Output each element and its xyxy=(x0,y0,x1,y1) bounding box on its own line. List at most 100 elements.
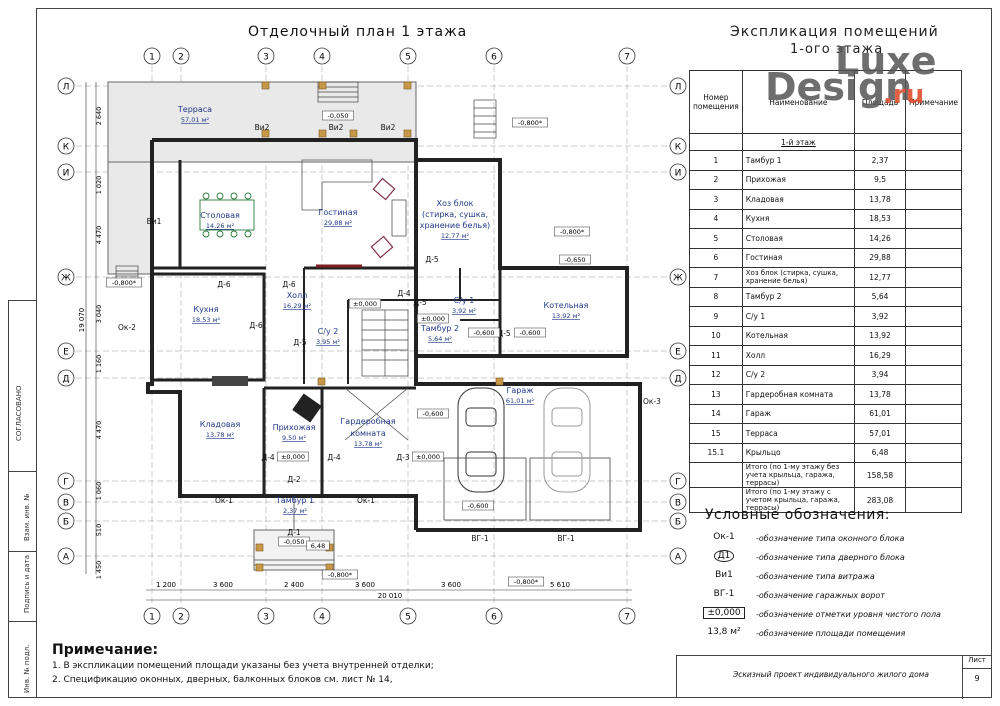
row-area: 57,01 xyxy=(854,423,907,444)
room-area: 18,53 м² xyxy=(192,316,221,324)
section-label: 1-й этаж xyxy=(741,133,856,151)
dim-text: 1 200 xyxy=(156,581,176,589)
legend-description: -обозначение отметки уровня чистого пола xyxy=(756,610,941,619)
element-tag: Д-4 xyxy=(261,453,275,462)
element-tag: Д-1 xyxy=(287,528,301,537)
room-name: С/у 1 xyxy=(454,296,475,305)
dim-total-vertical: 19 070 xyxy=(78,308,86,333)
room-area: 14,26 м² xyxy=(206,222,235,230)
svg-text:-0,800*: -0,800* xyxy=(518,119,543,127)
axis-label-num: 3 xyxy=(263,53,269,63)
row-number: 13 xyxy=(689,384,743,405)
axis-bubble xyxy=(143,607,161,625)
axis-label-letter: И xyxy=(675,169,682,179)
legend-symbol: Д1 xyxy=(696,550,752,562)
svg-text:-0,050: -0,050 xyxy=(328,112,349,120)
axis-label-letter: Б xyxy=(675,518,681,528)
stairs xyxy=(344,309,409,441)
element-tag: Д-4 xyxy=(397,289,411,298)
room-name: Гараж xyxy=(507,386,534,395)
armchairs xyxy=(370,177,396,259)
row-note xyxy=(905,345,962,366)
axis-bubble xyxy=(313,47,331,65)
axis-label-letter: Ж xyxy=(61,274,71,284)
row-area: 13,92 xyxy=(854,325,907,346)
sheet-number: 9 xyxy=(974,674,980,683)
row-name: Гостиная xyxy=(741,247,856,268)
level-mark: ±0,000 xyxy=(412,451,444,462)
axis-bubble xyxy=(669,547,687,565)
axis-bubble xyxy=(399,47,417,65)
room-name: Терраса xyxy=(177,105,212,114)
svg-text:±0,000: ±0,000 xyxy=(281,453,305,461)
dim-text: 1 060 xyxy=(95,482,103,501)
sheet-number-box: Лист 9 xyxy=(962,656,991,699)
axis-label-letter: К xyxy=(63,143,70,153)
axis-bubble xyxy=(257,47,275,65)
sheet-label: Лист xyxy=(963,656,991,669)
legend-symbol: ВГ-1 xyxy=(713,589,735,599)
wall-dining-west xyxy=(152,160,182,270)
row-note xyxy=(905,306,962,327)
room-name: хранение белья) xyxy=(420,221,490,230)
element-tag: Д-5 xyxy=(497,329,511,338)
axis-bubble xyxy=(57,163,75,181)
axis-label-letter: И xyxy=(63,169,70,179)
row-note xyxy=(905,150,962,171)
outer-wall-right xyxy=(152,138,642,532)
element-tag: ВГ-1 xyxy=(471,534,488,543)
element-tag: Д-3 xyxy=(396,453,410,462)
element-tag: Д-6 xyxy=(249,321,263,330)
row-name: Столовая xyxy=(741,228,856,249)
row-note xyxy=(905,286,962,307)
svg-text:-0,600: -0,600 xyxy=(520,329,541,337)
row-number: 10 xyxy=(689,325,743,346)
legend-description: -обозначение типа дверного блока xyxy=(756,553,905,562)
car-1 xyxy=(457,387,505,493)
svg-text:-0,800*: -0,800* xyxy=(514,578,539,586)
title-block: Эскизный проект индивидуального жилого д… xyxy=(676,655,992,699)
level-mark: -0,050 xyxy=(278,536,310,547)
utility-wall xyxy=(416,158,629,358)
axis-bubble xyxy=(669,472,687,490)
row-name: Холл xyxy=(741,345,856,366)
side-text-inventory: Инв. № подл. xyxy=(23,644,31,693)
room-area: 12,77 м² xyxy=(441,232,470,240)
total2-label: Итого (по 1-му этажу с учетом крыльца, г… xyxy=(741,487,856,513)
axis-bubble xyxy=(57,512,75,530)
kitchen-unit xyxy=(212,376,248,386)
room-area: 3,95 м² xyxy=(316,338,340,346)
axis-label-letter: Д xyxy=(62,375,69,385)
room-name: Тамбур 1 xyxy=(275,496,314,505)
legend-symbol: 13,8 м² xyxy=(707,627,741,637)
svg-text:±0,000: ±0,000 xyxy=(416,453,440,461)
level-mark: -0,800* xyxy=(554,226,590,237)
svg-text:-0,800*: -0,800* xyxy=(328,571,353,579)
row-name: С/у 1 xyxy=(741,306,856,327)
dim-text: 3 600 xyxy=(441,581,461,589)
level-mark: ±0,000 xyxy=(277,451,309,462)
level-mark: ±0,000 xyxy=(349,298,381,309)
room-name: Котельная xyxy=(544,301,589,310)
project-name: Эскизный проект индивидуального жилого д… xyxy=(733,670,929,679)
svg-text:-0,050: -0,050 xyxy=(284,538,305,546)
sofa xyxy=(301,159,407,237)
axis-bubble xyxy=(57,369,75,387)
legend-symbol: ±0,000 xyxy=(696,607,752,619)
dim-text: 1 450 xyxy=(95,561,103,580)
row-name: Терраса xyxy=(741,423,856,444)
level-marks: -0,050-0,800*-0,800*-0,650-0,800*±0,000±… xyxy=(106,110,591,587)
row-number: 7 xyxy=(689,267,743,288)
element-tag: Д-2 xyxy=(287,475,301,484)
element-tag: Д-5 xyxy=(413,298,427,307)
row-area: 9,5 xyxy=(854,169,907,190)
axis-bubble xyxy=(399,607,417,625)
row-note xyxy=(905,423,962,444)
row-number: 2 xyxy=(689,169,743,190)
